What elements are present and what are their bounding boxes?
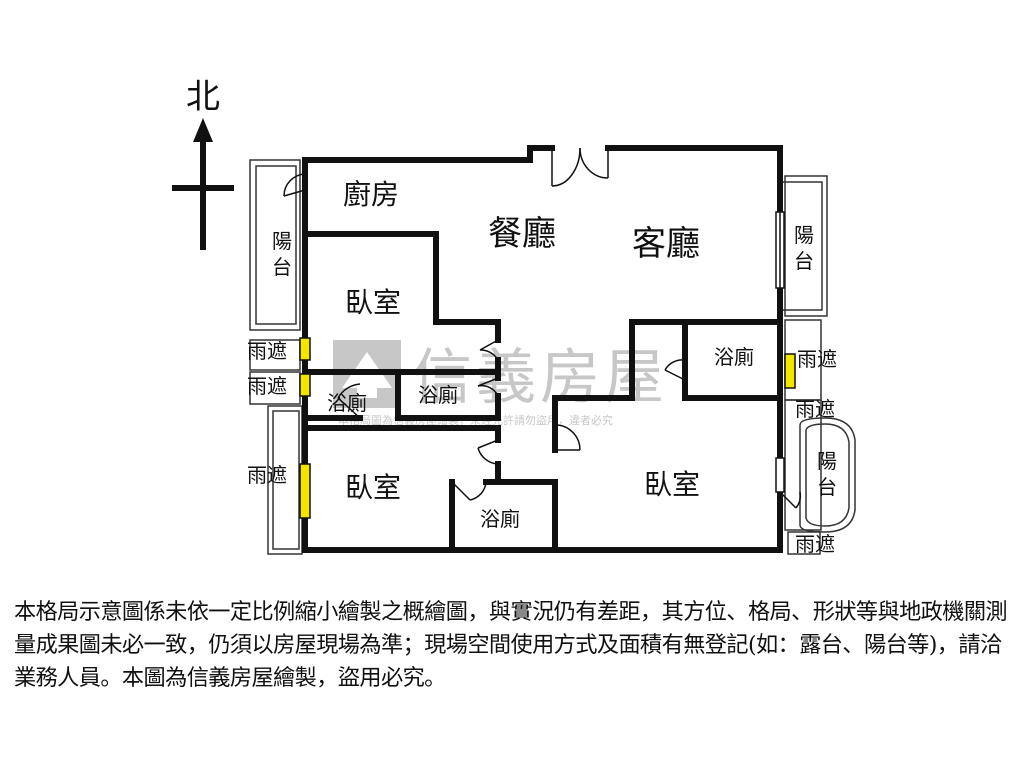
balcony-e-label: 陽台: [794, 223, 814, 273]
balcony-w-text: 陽台: [272, 229, 292, 279]
room-bedroom-se: 臥室: [644, 468, 700, 501]
balcony-char: 台: [794, 249, 814, 273]
watermark: 信義房屋 本格局圖為信義房屋繪製，未經允許請勿盜用，違者必究: [333, 340, 668, 427]
watermark-brand: 信義房屋: [412, 343, 668, 413]
se-window: [775, 457, 785, 493]
canopy-e3: 雨遮: [795, 532, 835, 556]
balcony-se-label: 陽台: [817, 449, 837, 499]
balcony-outlines: [249, 159, 856, 555]
balcony-char: 陽: [794, 223, 814, 247]
canopy-w2: 雨遮: [247, 374, 287, 398]
balcony-char: 台: [817, 475, 837, 499]
room-bath-s: 浴廁: [480, 507, 520, 531]
doors: [283, 147, 802, 509]
room-kitchen: 廚房: [343, 178, 399, 211]
canopies: [299, 337, 796, 519]
canopy-e1: 雨遮: [797, 347, 837, 371]
balcony-char: 台: [272, 255, 292, 279]
room-bedroom-nw: 臥室: [345, 286, 401, 319]
room-dining: 餐廳: [488, 214, 556, 254]
disclaimer-text: 本格局示意圖係未依一定比例縮小繪製之概繪圖，與實況仍有差距，其方位、格局、形狀等…: [14, 599, 1008, 691]
room-bath-w: 浴廁: [327, 391, 367, 415]
room-bath-center: 浴廁: [418, 383, 458, 407]
room-bedroom-sw: 臥室: [345, 471, 401, 504]
balcony-char: 陽: [272, 229, 292, 253]
balcony-char: 陽: [817, 449, 837, 473]
canopy-w3: 雨遮: [247, 463, 287, 487]
balcony-se-text: 陽台: [817, 449, 837, 499]
room-living: 客廳: [632, 224, 700, 264]
room-bath-e: 浴廁: [714, 345, 754, 369]
canopy-e2: 雨遮: [795, 397, 835, 421]
balcony-w-label: 陽台: [272, 229, 292, 279]
canopy-w1: 雨遮: [247, 339, 287, 363]
balcony-e-text: 陽台: [794, 223, 814, 273]
living-window: [775, 211, 785, 289]
north-arrow: [172, 118, 234, 250]
north-label: 北: [186, 77, 220, 117]
